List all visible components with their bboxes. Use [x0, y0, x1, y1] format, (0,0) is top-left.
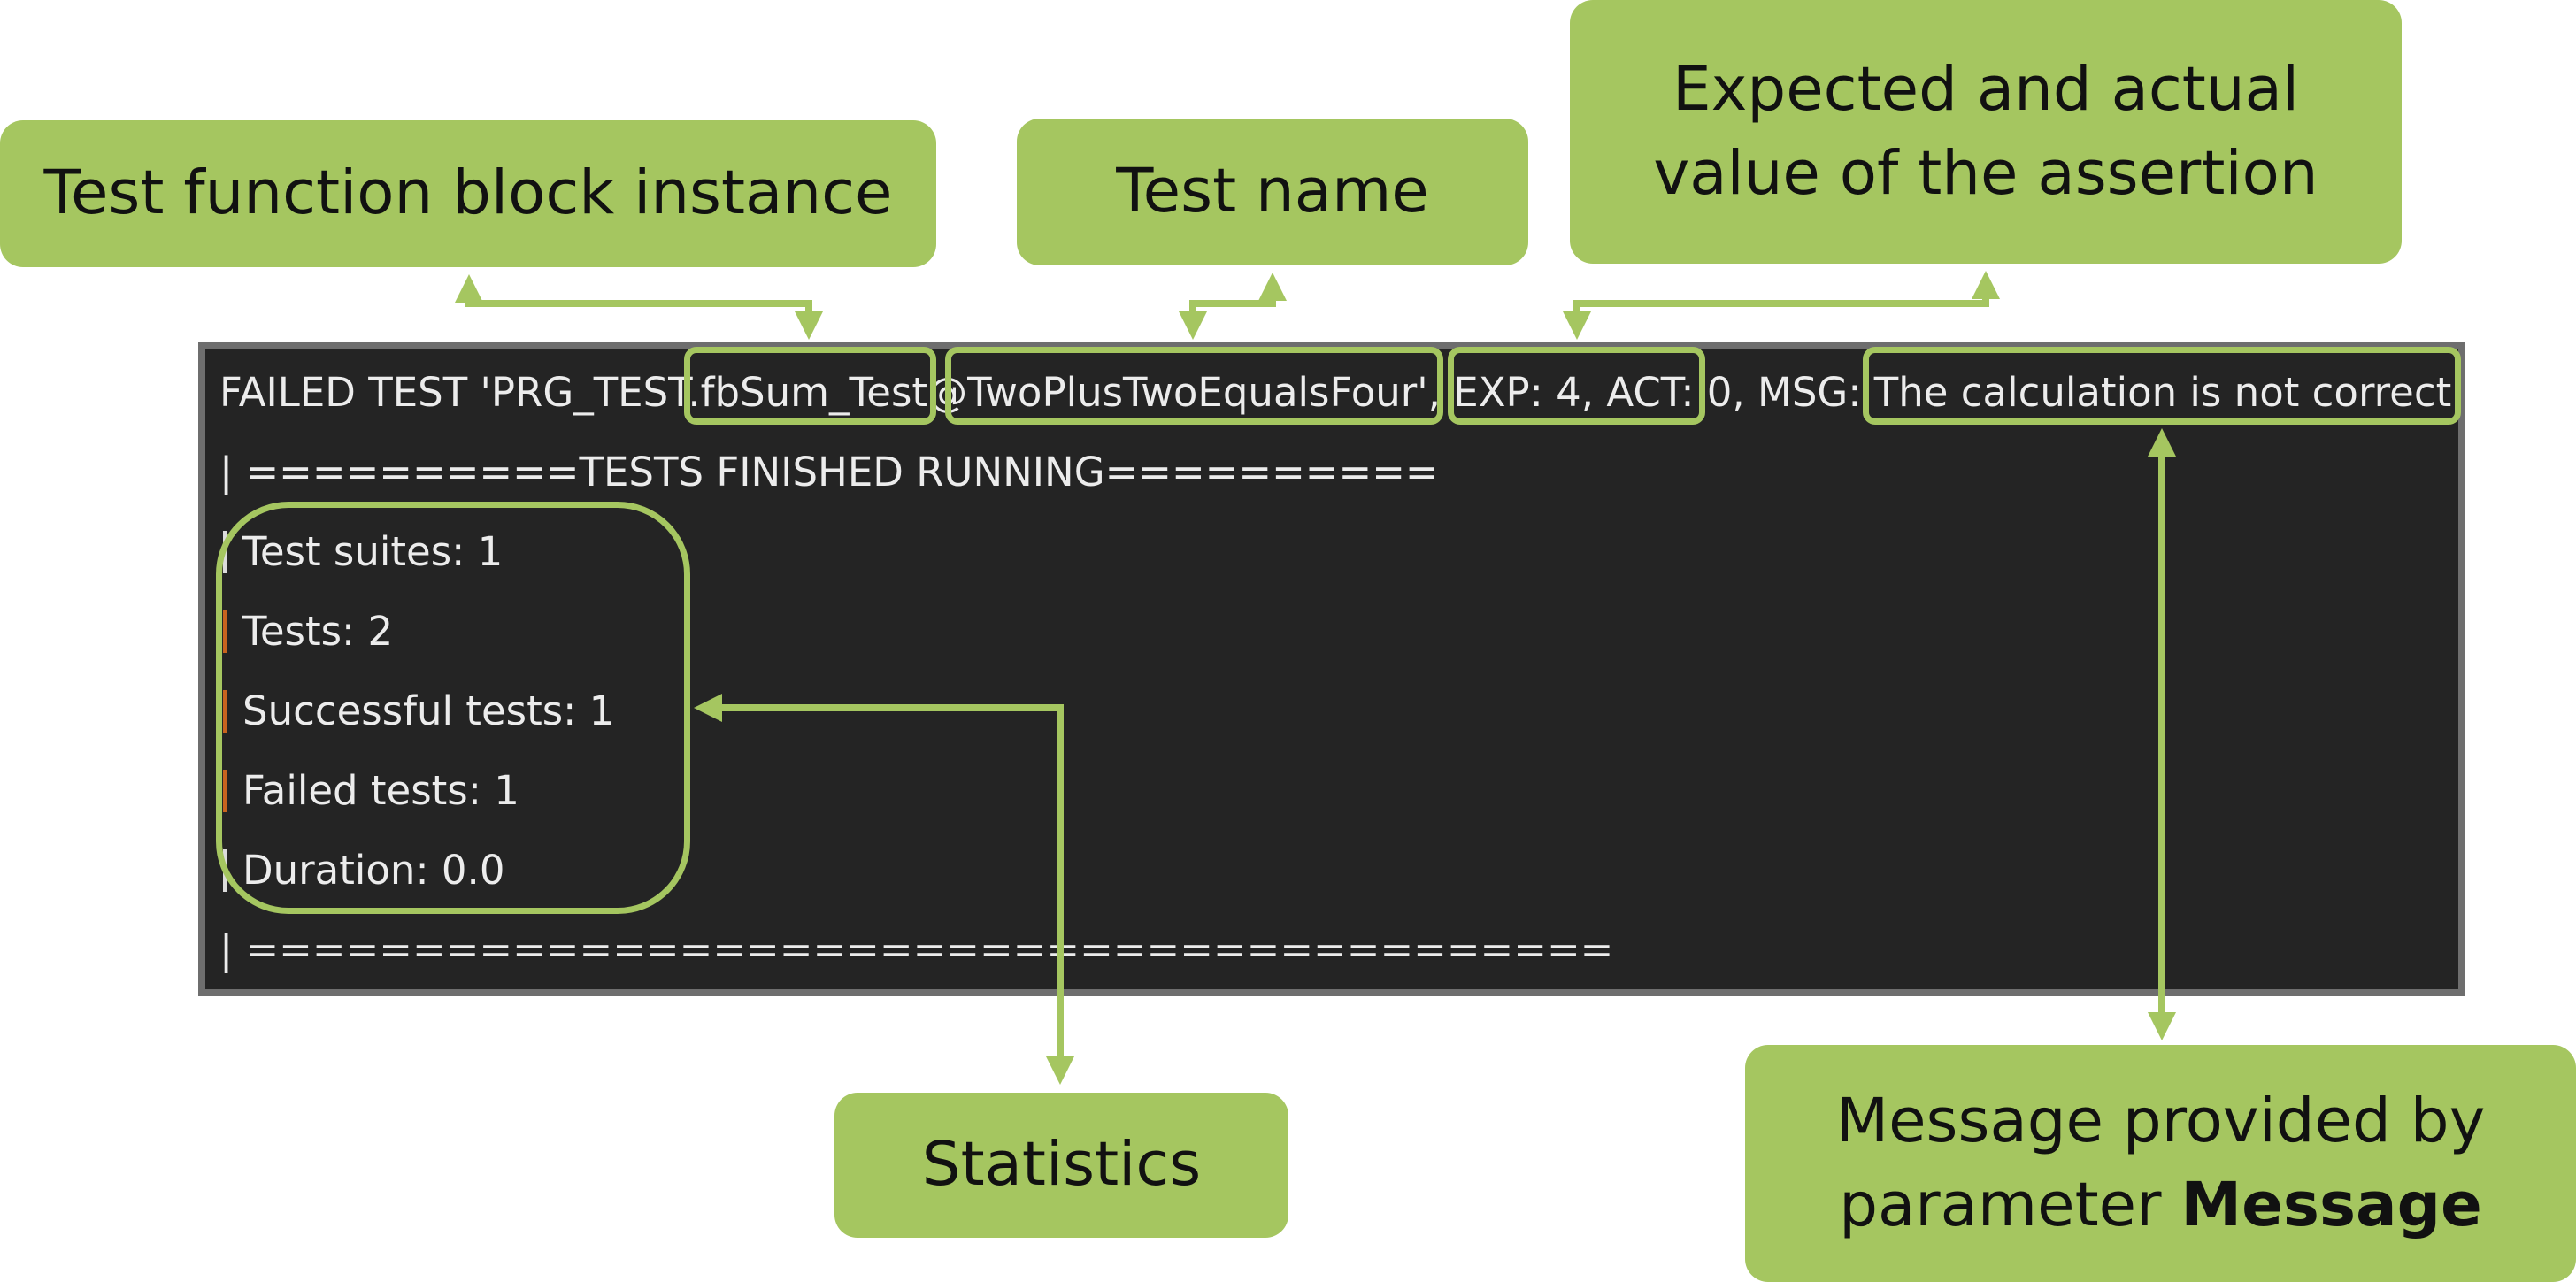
- callout-expected-actual: Expected and actual value of the asserti…: [1570, 0, 2402, 264]
- callout-text: Test name: [1116, 156, 1429, 227]
- callout-text: Statistics: [921, 1129, 1202, 1201]
- arrow-fb-instance: [455, 274, 823, 340]
- callout-text-prefix: parameter: [1839, 1170, 2181, 1240]
- callout-test-function-block-instance: Test function block instance: [0, 120, 936, 267]
- console-line-marker: [223, 690, 227, 733]
- console-line-tests: Tests: 2: [242, 608, 394, 655]
- console-line-successful-tests: Successful tests: 1: [242, 687, 615, 734]
- highlight-test-name: [945, 347, 1443, 425]
- highlight-fb-instance: [684, 347, 936, 425]
- callout-message: Message provided by parameter Message: [1745, 1045, 2576, 1282]
- console-output: FAILED TEST 'PRG_TEST.fbSum_Test@TwoPlus…: [198, 342, 2465, 996]
- console-line-separator: | ======================================…: [219, 926, 1614, 973]
- callout-text-line2: parameter Message: [1836, 1163, 2486, 1247]
- highlight-expected-actual: [1448, 347, 1705, 425]
- callout-text-line2: value of the assertion: [1653, 138, 2318, 209]
- arrow-expected-actual: [1563, 271, 2000, 340]
- callout-text-line1: Message provided by: [1835, 1085, 2486, 1156]
- console-line-marker: [223, 610, 227, 653]
- arrow-test-name: [1179, 273, 1287, 340]
- console-line-failed-test: FAILED TEST 'PRG_TEST.fbSum_Test@TwoPlus…: [219, 369, 2452, 416]
- console-line-marker: [223, 770, 227, 812]
- highlight-statistics: [216, 502, 690, 914]
- console-line-tests-finished: | ==========TESTS FINISHED RUNNING======…: [219, 449, 1439, 495]
- callout-text-line1: Expected and actual: [1672, 53, 2300, 125]
- console-line-failed-tests: Failed tests: 1: [242, 767, 519, 814]
- callout-text-bold: Message: [2180, 1170, 2482, 1240]
- callout-text: Test function block instance: [43, 157, 893, 229]
- callout-test-name: Test name: [1017, 119, 1528, 265]
- callout-statistics: Statistics: [834, 1093, 1288, 1238]
- highlight-message: [1863, 347, 2461, 425]
